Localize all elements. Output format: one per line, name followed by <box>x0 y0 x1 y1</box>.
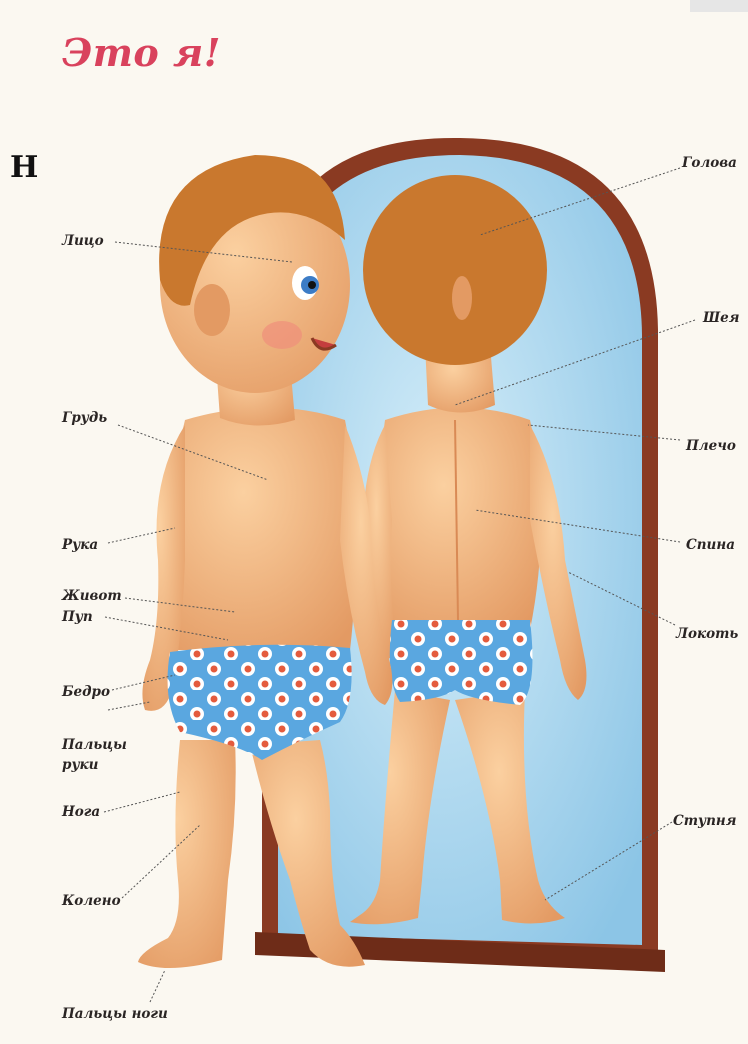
label-knee: Колено <box>62 892 121 910</box>
label-chest: Грудь <box>62 409 107 427</box>
label-navel: Пуп <box>62 608 93 626</box>
label-back: Спина <box>686 536 735 554</box>
label-belly: Живот <box>62 587 122 605</box>
label-toes: Пальцы ноги <box>62 1005 168 1023</box>
label-foot: Ступня <box>673 812 737 830</box>
label-neck: Шея <box>703 309 739 327</box>
label-shoulder: Плечо <box>686 437 736 455</box>
page-title: Это я! <box>62 30 221 75</box>
label-elbow: Локоть <box>676 625 738 643</box>
label-arm: Рука <box>62 536 98 554</box>
label-leg: Нога <box>62 803 100 821</box>
label-head: Голова <box>682 154 737 172</box>
stray-character: Н <box>10 150 38 185</box>
label-fingers-line2: руки <box>62 756 98 774</box>
label-face: Лицо <box>62 232 104 250</box>
label-fingers-line1: Пальцы <box>62 736 127 754</box>
label-thigh: Бедро <box>62 683 110 701</box>
